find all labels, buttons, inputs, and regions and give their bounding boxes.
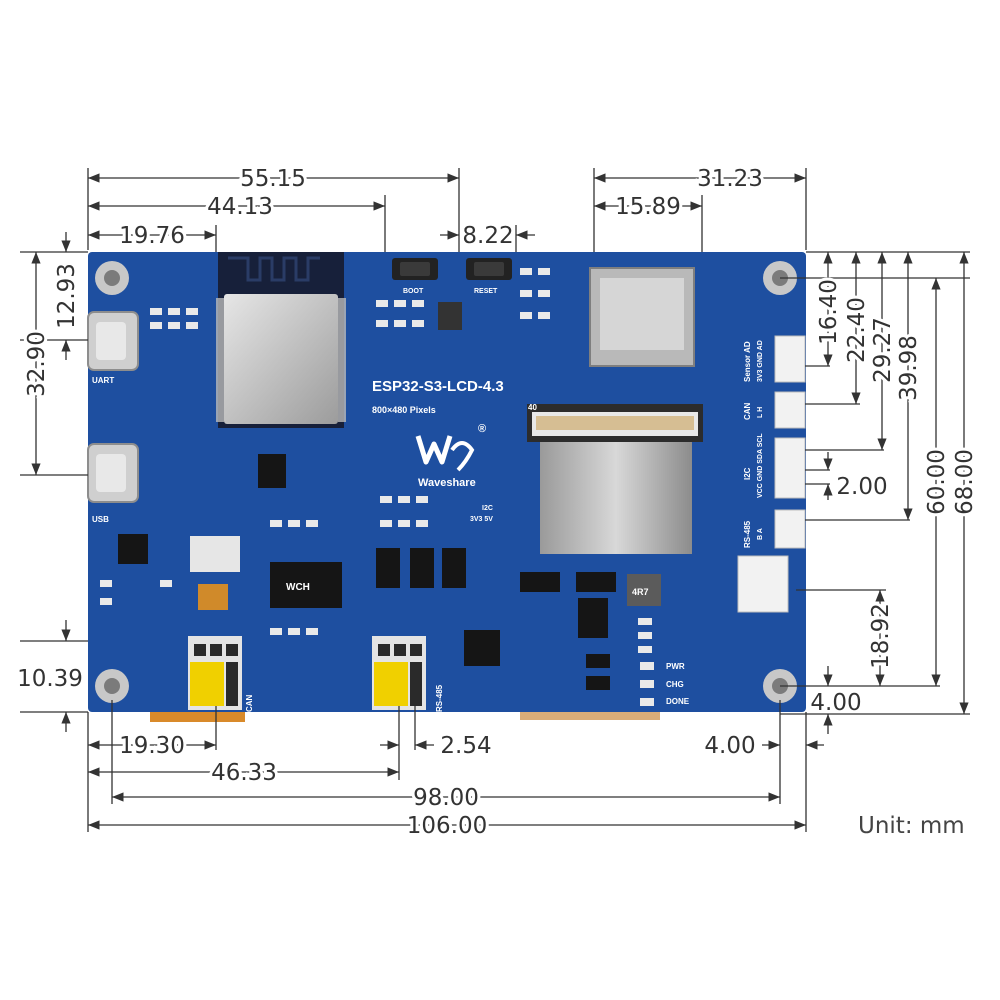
can-connector[interactable]	[774, 391, 806, 429]
chip-mark: WCH	[286, 582, 310, 593]
uart-usb-c-port[interactable]	[87, 311, 139, 371]
usb-label: USB	[92, 515, 109, 524]
dim-label: 18.92	[868, 603, 894, 669]
dim-label: 60.00	[924, 449, 950, 515]
dim-label: 39.98	[896, 335, 922, 401]
can-terminal-jumper[interactable]	[188, 636, 242, 710]
done-led-label: DONE	[666, 697, 690, 706]
power-connector[interactable]	[737, 555, 789, 613]
fpc-pin-label: 40	[528, 403, 537, 412]
esp32-s3-module	[216, 252, 346, 428]
sensor-ad-pins: 3V3 GND AD	[757, 340, 764, 382]
dim-label: 19.30	[119, 733, 185, 759]
usb-c-port[interactable]	[87, 443, 139, 503]
rs485-terminal-label: RS-485	[435, 684, 444, 712]
mounting-hole	[95, 261, 129, 295]
dim-label: 106.00	[407, 813, 487, 839]
dim-label: 19.76	[119, 223, 185, 249]
rs485-header-label: RS-485	[743, 520, 752, 548]
dim-label: 4.00	[704, 733, 755, 759]
dim-label: 46.33	[211, 760, 277, 786]
dim-label: 29.27	[870, 317, 896, 383]
dim-label: 55.15	[240, 166, 306, 192]
battery-connector[interactable]	[190, 536, 240, 572]
chg-led-label: CHG	[666, 680, 684, 689]
uart-label: UART	[92, 376, 114, 385]
pwr-led-label: PWR	[666, 662, 685, 671]
i2c-jumper-title: I2C	[482, 505, 493, 512]
inductor	[627, 574, 661, 606]
i2c-jumper-options: 3V3 5V	[470, 516, 493, 523]
dim-label: 31.23	[697, 166, 763, 192]
dim-label: 15.89	[615, 194, 681, 220]
i2c-connector[interactable]	[774, 437, 806, 499]
inductor-mark: 4R7	[632, 587, 649, 597]
can-terminal-label: CAN	[245, 694, 254, 712]
waveshare-logo	[415, 435, 475, 472]
i2c-header-label: I2C	[743, 467, 752, 480]
dim-label: 2.54	[440, 733, 491, 759]
mounting-hole	[95, 669, 129, 703]
i2c-header-pins: VCC GND SDA SCL	[757, 433, 764, 498]
boot-label: BOOT	[403, 288, 424, 295]
dim-label: 68.00	[952, 449, 978, 515]
boot-button[interactable]	[392, 258, 438, 280]
dim-label: 12.93	[54, 263, 80, 329]
resolution-label: 800×480 Pixels	[372, 405, 436, 415]
dim-label: 22.40	[844, 297, 870, 363]
ribbon-cable	[540, 442, 692, 554]
power-ic	[438, 302, 462, 330]
pcb-board: UART USB BOOT RESET ESP32-S3-LC	[87, 252, 806, 722]
dim-label: 16.40	[816, 279, 842, 345]
dim-label: 10.39	[17, 666, 83, 692]
rs485-connector[interactable]	[774, 509, 806, 549]
dim-label: 4.00	[810, 690, 861, 716]
can-header-pins: L H	[757, 407, 764, 418]
dimension-lines	[31, 173, 969, 830]
battery-cable	[198, 584, 228, 610]
dim-label: 8.22	[462, 223, 513, 249]
sd-card-slot[interactable]	[589, 267, 695, 367]
sensor-ad-label: Sensor AD	[743, 341, 752, 382]
can-header-label: CAN	[743, 402, 752, 420]
passive-components	[100, 268, 652, 653]
dimension-labels: 55.15 44.13 19.76 8.22 31.23 15.89 12.93…	[17, 163, 981, 842]
dim-label: 44.13	[207, 194, 273, 220]
rs485-terminal-jumper[interactable]	[372, 636, 426, 710]
rs485-header-pins: B A	[757, 528, 764, 540]
unit-label: Unit: mm	[858, 813, 965, 839]
board-model-label: ESP32-S3-LCD-4.3	[372, 378, 504, 395]
sensor-ad-connector[interactable]	[774, 335, 806, 383]
registered-mark: ®	[478, 423, 486, 435]
dim-label: 2.00	[836, 474, 887, 500]
dim-label: 32.90	[24, 331, 50, 397]
smd-components	[118, 454, 616, 690]
dim-label: 98.00	[413, 785, 479, 811]
fpc-connector	[527, 404, 703, 442]
waveshare-label: Waveshare	[418, 477, 476, 489]
status-leds	[640, 662, 654, 706]
reset-button[interactable]	[466, 258, 512, 280]
reset-label: RESET	[474, 288, 498, 295]
